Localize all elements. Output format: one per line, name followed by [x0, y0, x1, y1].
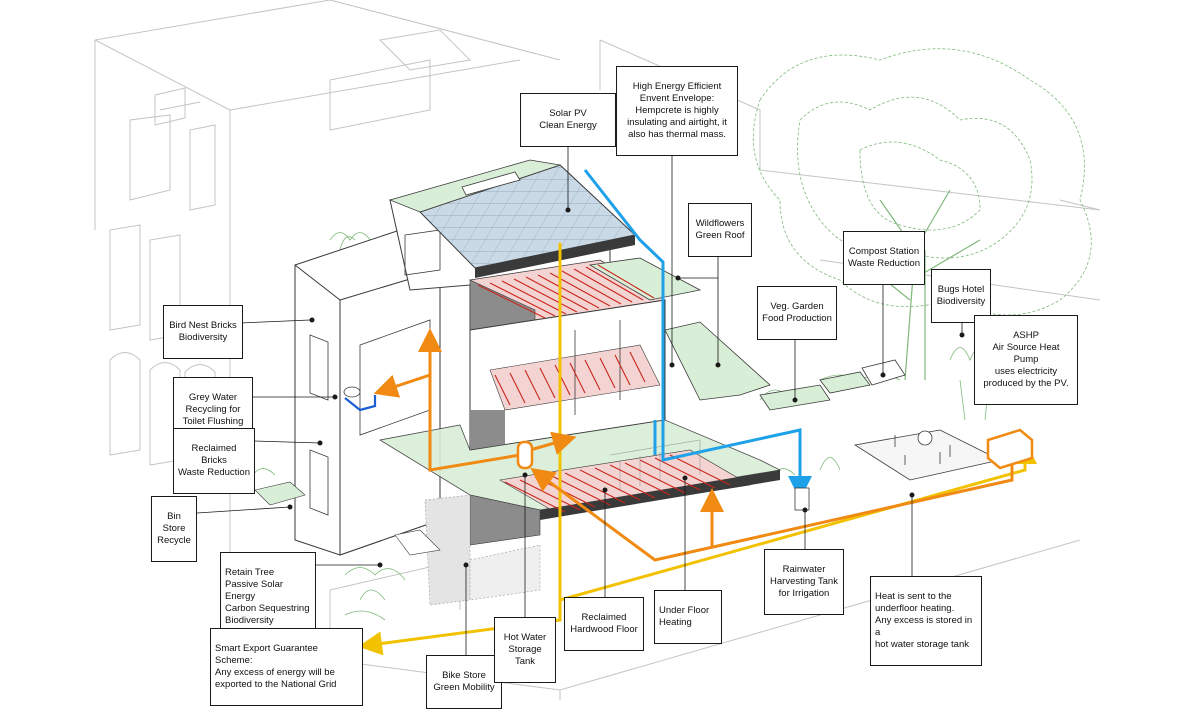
tree: [752, 48, 1092, 316]
underfloor-heating-coils: [477, 264, 731, 513]
garden-features: [759, 359, 1002, 481]
grey-water-pipe: [344, 395, 377, 412]
ashp-unit: [986, 428, 1034, 470]
hot-water-tank: [516, 440, 534, 470]
leader-dots: [287, 207, 965, 568]
heat-pump-flow: [530, 455, 1014, 562]
label-smart-export: Smart Export Guarantee Scheme:Any excess…: [210, 628, 363, 706]
pv-export-flow: [358, 243, 562, 656]
rainwater-flow: [583, 169, 812, 500]
hot-water-flow: [418, 328, 521, 472]
house-section: [254, 159, 782, 606]
